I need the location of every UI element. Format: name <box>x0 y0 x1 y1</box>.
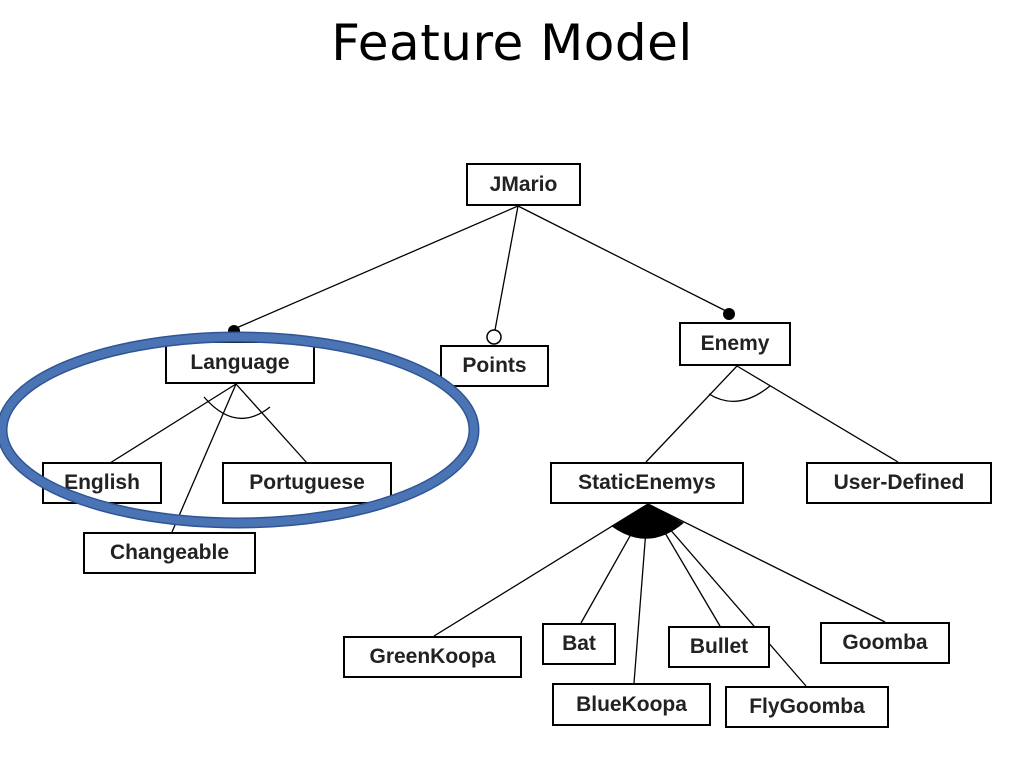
node-goomba: Goomba <box>820 622 950 664</box>
edge-enemy-staticenemys <box>645 365 738 463</box>
node-staticenemys: StaticEnemys <box>550 462 744 504</box>
node-userdefined: User-Defined <box>806 462 992 504</box>
node-jmario: JMario <box>466 163 581 206</box>
edge-jmario-points <box>494 205 519 331</box>
node-english: English <box>42 462 162 504</box>
node-changeable: Changeable <box>83 532 256 574</box>
edge-language-english <box>109 383 237 464</box>
node-enemy: Enemy <box>679 322 791 366</box>
edge-enemy-userdefined <box>736 365 899 463</box>
node-bat: Bat <box>542 623 616 665</box>
node-bluekoopa: BlueKoopa <box>552 683 711 726</box>
edge-static-goomba <box>647 503 886 623</box>
node-language: Language <box>165 341 315 384</box>
node-bullet: Bullet <box>668 626 770 668</box>
mandatory-dot-language <box>228 325 240 337</box>
node-flygoomba: FlyGoomba <box>725 686 889 728</box>
edge-language-portuguese <box>235 383 308 464</box>
page-title: Feature Model <box>331 14 693 72</box>
optional-circle-points <box>486 329 502 345</box>
node-portuguese: Portuguese <box>222 462 392 504</box>
mandatory-dot-enemy <box>723 308 735 320</box>
edge-jmario-enemy <box>517 205 729 313</box>
edge-language-changeable <box>171 383 237 533</box>
node-greenkoopa: GreenKoopa <box>343 636 522 678</box>
edge-static-flygoomba <box>647 503 807 687</box>
alternative-arc-language <box>203 396 271 420</box>
or-group-wedge <box>611 503 684 539</box>
node-points: Points <box>440 345 549 387</box>
alternative-arc-enemy <box>708 385 771 402</box>
edge-jmario-language <box>233 205 519 330</box>
